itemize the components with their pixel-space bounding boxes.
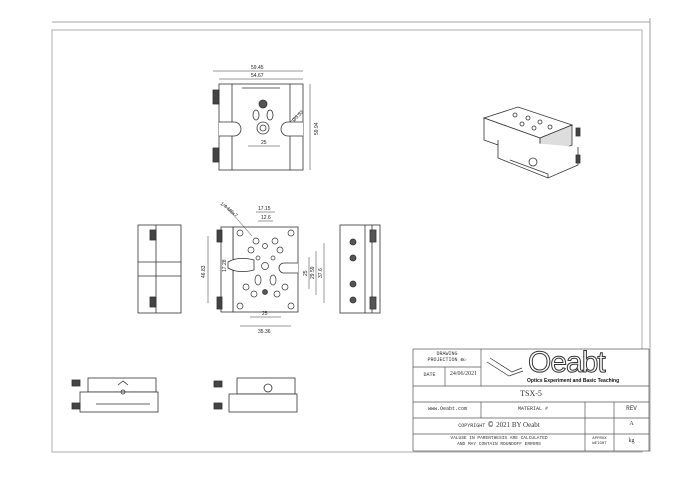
copyright-line: COPYRIGHT © 2021 BY Oeabt: [413, 421, 585, 430]
note-line-1: VALUSE IN PARENTHESIS ARE CALCULATED: [450, 436, 548, 441]
copyright-symbol-icon: ©: [488, 421, 494, 430]
logo-text: Oeabt: [528, 346, 607, 379]
right-side-view: [339, 224, 381, 314]
weight-label: APPROX WEIGHT: [585, 437, 614, 447]
left-side-view: [137, 224, 182, 314]
dim-54-67: 54.67: [251, 73, 264, 79]
weight-label-2: WEIGHT: [592, 442, 607, 446]
material-label: MATERIAL #: [517, 406, 548, 412]
part-number: TSX-5: [520, 389, 542, 398]
website-link[interactable]: www.Oeabt.com: [427, 406, 467, 412]
bottom-left-view: [71, 377, 159, 413]
dim-37-6: 37.6: [318, 268, 324, 278]
weight-label-1: APPROX: [592, 437, 607, 441]
dim-59-94: 59.94: [314, 122, 320, 135]
weight-unit: kg: [628, 438, 635, 444]
dim-17-28: 17.28: [222, 259, 228, 272]
projection-symbol-icon: ⊕▷: [460, 357, 467, 363]
dim-29-59: 29.59: [310, 266, 316, 279]
dim-25-bottom: 25: [262, 311, 268, 317]
projection-label-1: DRAWING: [436, 351, 458, 357]
dim-59-45: 59.45: [251, 65, 264, 71]
copyright-owner: 2021 BY Oeabt: [496, 421, 540, 429]
dim-12-6: 12.6: [261, 215, 271, 221]
note-line-2: AND MAY CONTAIN ROUNDOFF ERRORS: [457, 442, 541, 447]
date-label: DATE: [423, 372, 436, 378]
date-value: 24/06/2021: [449, 371, 478, 377]
dim-17-15: 17.15: [258, 206, 271, 212]
isometric-view: [482, 106, 581, 179]
dim-25: 25: [261, 140, 267, 146]
projection-cell: DRAWING PROJECTION ⊕▷: [415, 351, 479, 363]
note: VALUSE IN PARENTHESIS ARE CALCULATED AND…: [413, 436, 585, 448]
dim-25-right: 25: [303, 270, 309, 276]
bottom-middle-view: [213, 377, 298, 413]
title-block: [412, 348, 650, 452]
logo-tagline: Optics Experiment and Basic Teaching: [527, 378, 620, 384]
dim-thread: 1/4-M6x7: [219, 201, 239, 219]
top-view: 59.45 54.67 59.94 25 Ø5.53: [212, 65, 320, 171]
dim-35-36: 35.36: [258, 329, 271, 335]
dim-46-83: 46.83: [201, 265, 207, 278]
projection-label-2: PROJECTION: [427, 357, 458, 363]
rev-value: A: [629, 421, 634, 427]
drawing-border: [51, 29, 643, 453]
copyright-label: COPYRIGHT: [458, 423, 486, 429]
front-view: 17.15 12.6 46.83 17.28 25 29.59 37.6 25 …: [201, 201, 325, 335]
rev-label: REV: [626, 405, 637, 412]
